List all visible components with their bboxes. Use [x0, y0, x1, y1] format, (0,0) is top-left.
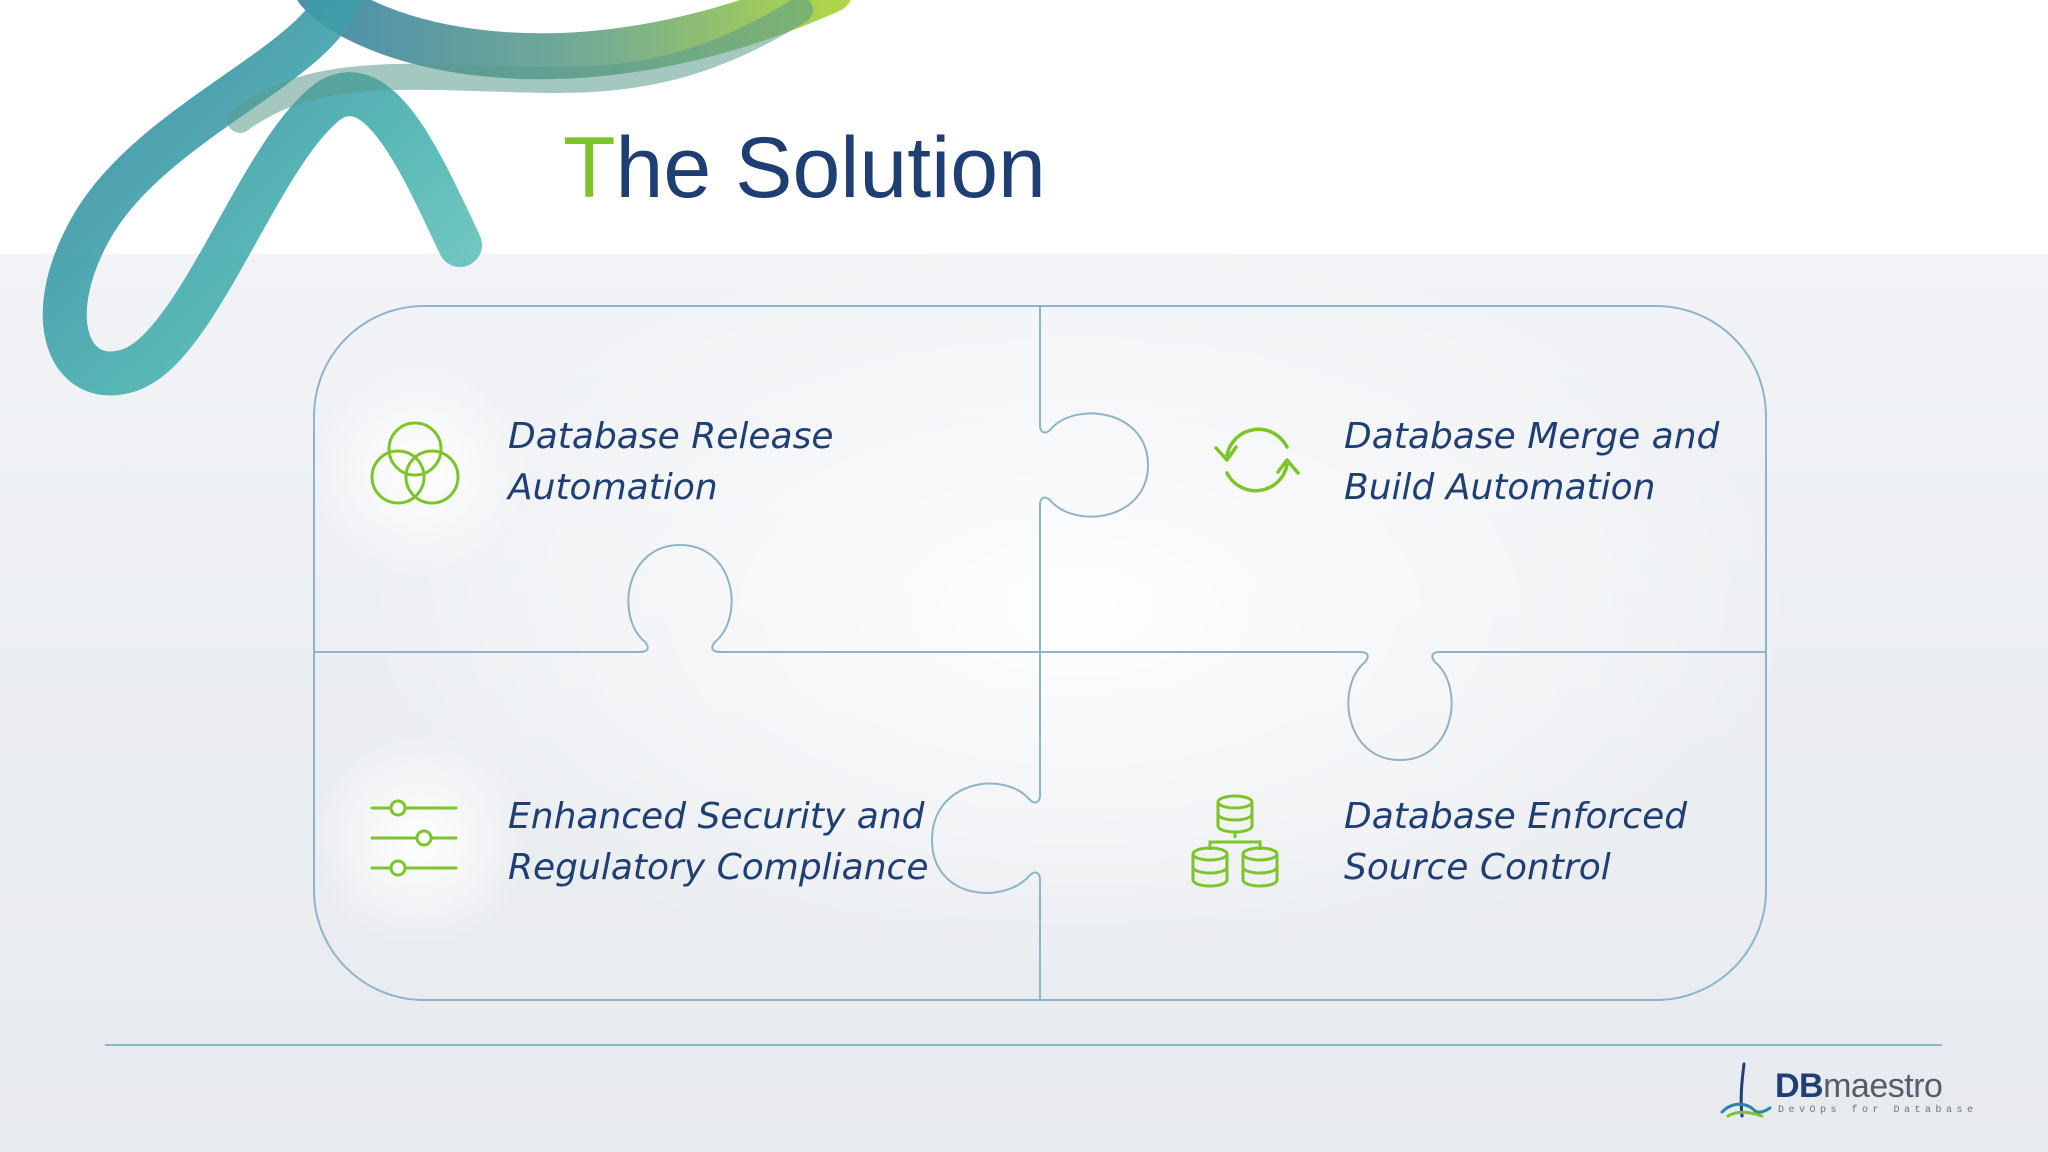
puzzle-outline — [313, 305, 1767, 1001]
piece-label-line1: Database Enforced — [1344, 796, 1688, 837]
piece-label-line2: Regulatory Compliance — [508, 847, 929, 888]
piece-label-line1: Database Release — [508, 416, 834, 457]
venn-circles-icon — [370, 421, 460, 505]
brand-name-bold: DB — [1775, 1067, 1824, 1105]
piece-release-automation: Database Release Automation — [508, 411, 834, 513]
sliders-icon — [370, 799, 458, 877]
piece-label-line1: Database Merge and — [1344, 416, 1720, 457]
decorative-ribbon — [42, 0, 851, 396]
brand-tagline: DevOps for Database — [1778, 1105, 1978, 1116]
title-rest: he Solution — [615, 120, 1046, 216]
piece-merge-build-automation: Database Merge and Build Automation — [1344, 411, 1719, 513]
piece-label-line2: Build Automation — [1344, 467, 1656, 508]
title-initial: T — [563, 120, 616, 216]
brand-name: DBmaestro — [1775, 1066, 1943, 1106]
piece-enforced-source-control: Database Enforced Source Control — [1344, 791, 1687, 893]
slide-title: The Solution — [563, 118, 1046, 218]
piece-label-line2: Automation — [508, 467, 718, 508]
database-stacks-icon — [1191, 794, 1279, 888]
refresh-arrows-icon — [1214, 427, 1300, 493]
piece-label-line1: Enhanced Security and — [508, 796, 925, 837]
dbmaestro-logo-icon — [1720, 1062, 1772, 1118]
piece-label-line2: Source Control — [1344, 847, 1611, 888]
brand-name-light: maestro — [1823, 1067, 1943, 1105]
piece-security-compliance: Enhanced Security and Regulatory Complia… — [508, 791, 929, 893]
